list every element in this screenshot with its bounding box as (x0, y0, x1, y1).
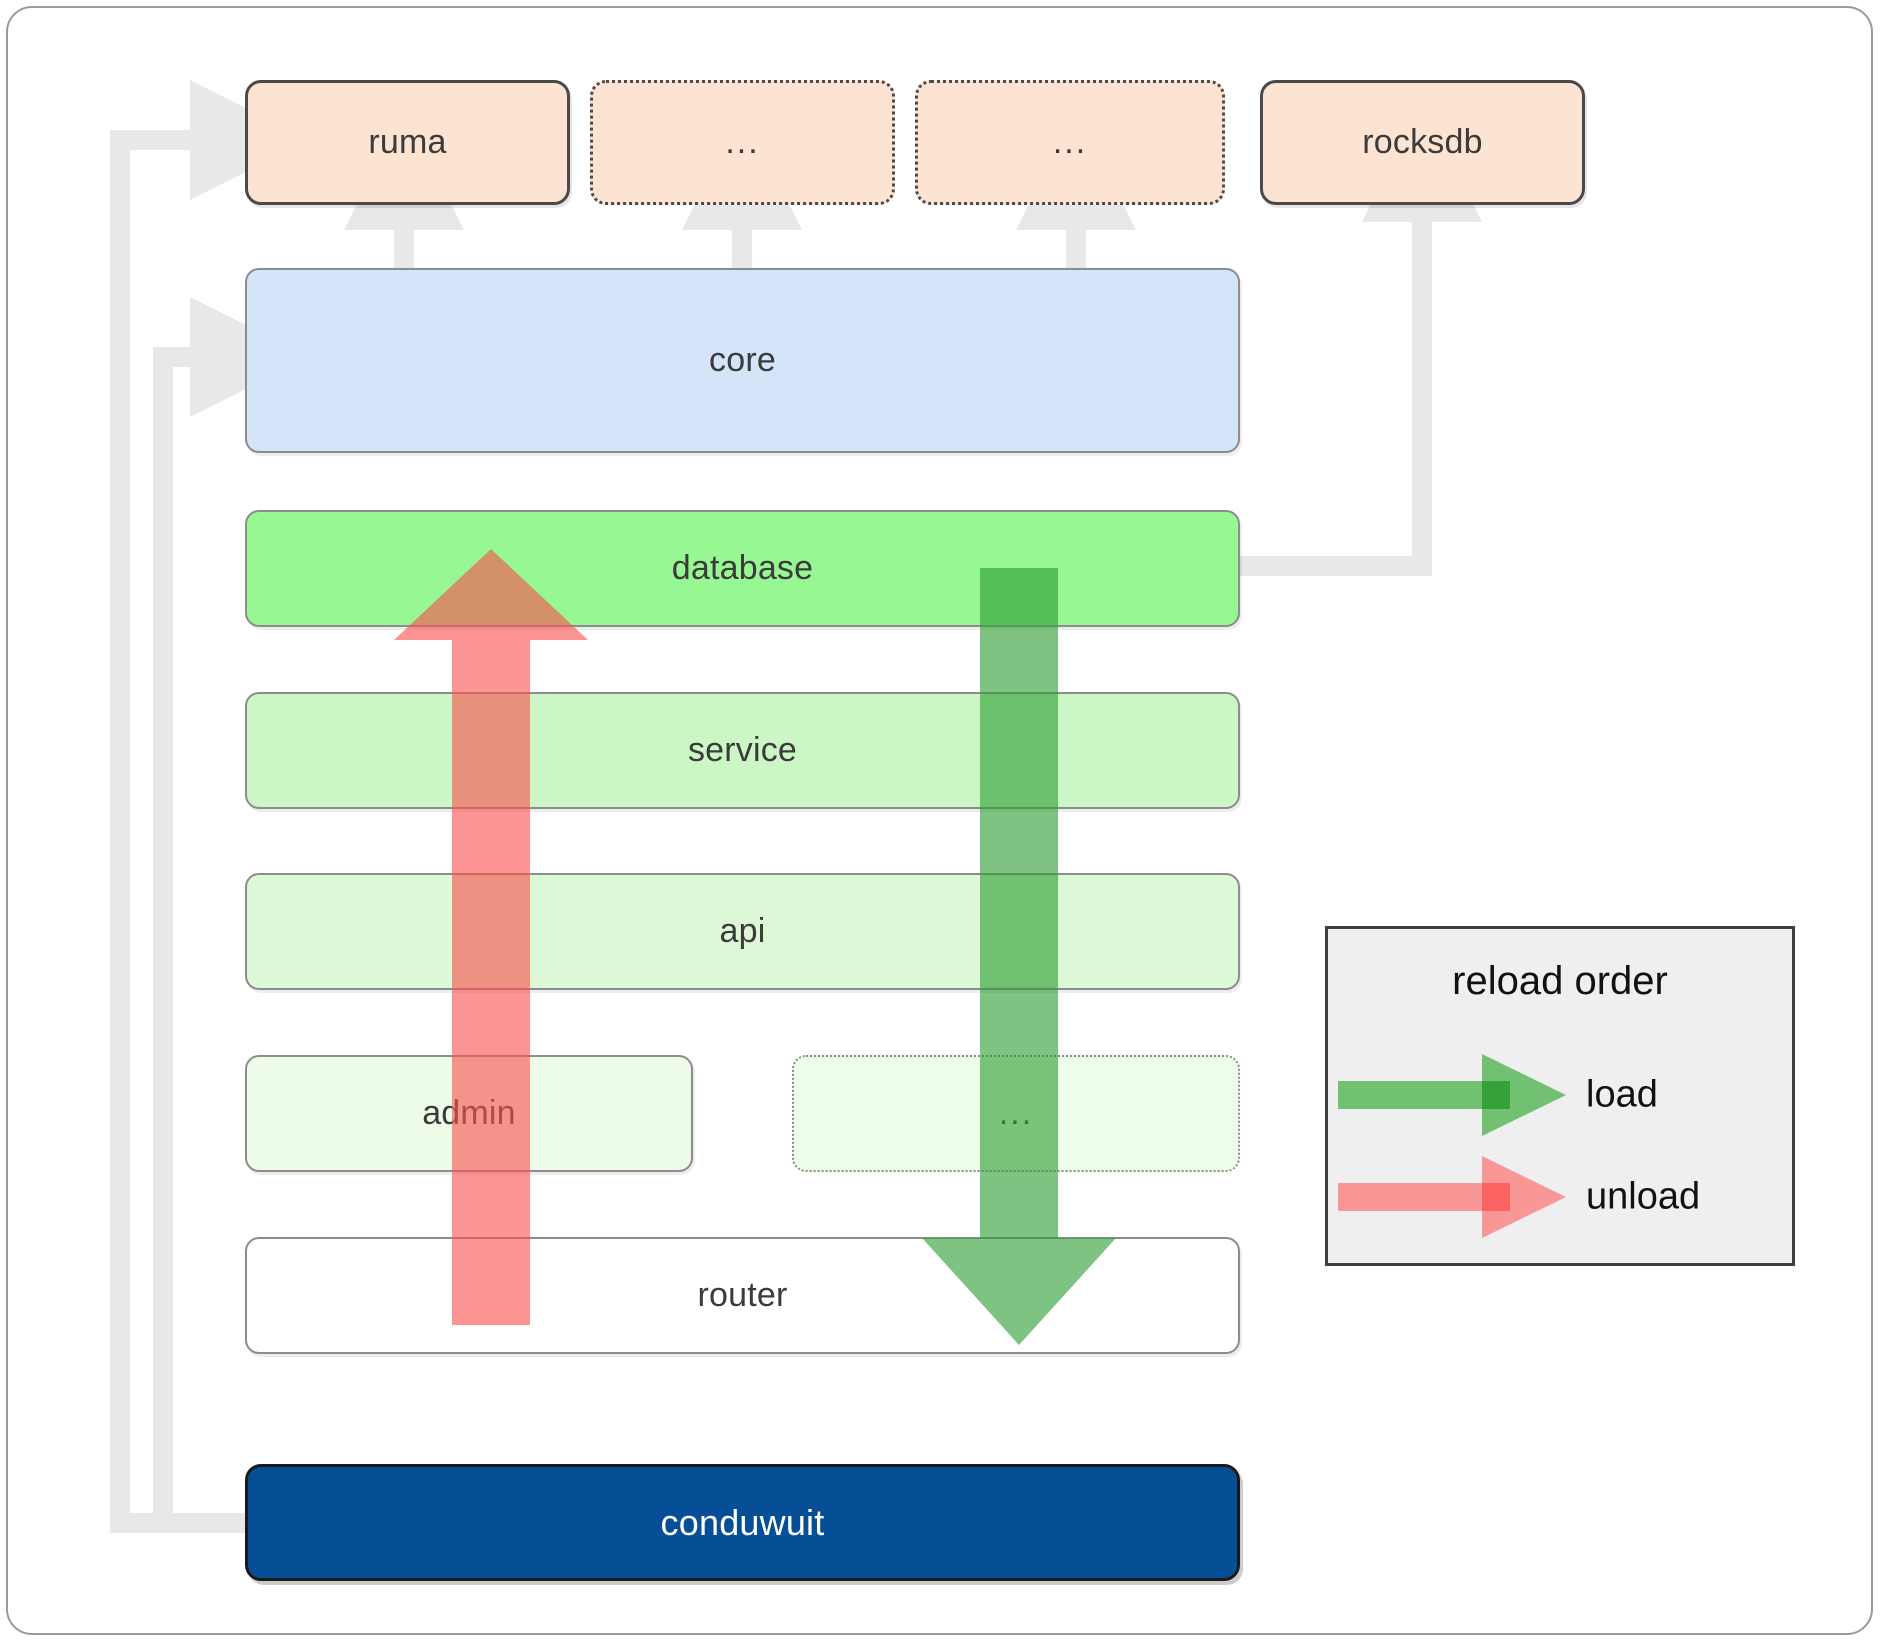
legend-title: reload order (1452, 959, 1668, 1003)
dependency-label-rocksdb: rocksdb (1362, 123, 1483, 161)
layer-box-service[interactable]: service (245, 692, 1240, 809)
legend-row-load: load (1328, 1049, 1798, 1141)
dependency-label-ruma: ruma (368, 123, 447, 161)
legend-row-unload: unload (1328, 1151, 1798, 1243)
dependency-label-placeholder-1: ... (725, 123, 760, 161)
layer-box-admin[interactable]: admin (245, 1055, 693, 1172)
layer-label-service: service (687, 731, 798, 769)
layer-box-database[interactable]: database (245, 510, 1240, 627)
layer-label-admin: admin (422, 1094, 516, 1132)
app-label-conduwuit: conduwuit (660, 1501, 825, 1543)
diagram-frame (6, 6, 1873, 1635)
legend-load-arrow-icon (1338, 1054, 1566, 1136)
layer-label-placeholder: ... (998, 1094, 1034, 1132)
layer-label-core: core (709, 341, 776, 379)
legend-label-load: load (1586, 1073, 1658, 1116)
layer-box-api[interactable]: api (245, 873, 1240, 990)
dependency-label-placeholder-2: ... (1052, 123, 1088, 161)
dependency-box-ruma[interactable]: ruma (245, 80, 570, 205)
layer-label-router: router (697, 1276, 788, 1314)
app-box-conduwuit[interactable]: conduwuit (245, 1464, 1240, 1581)
layer-box-placeholder[interactable]: ... (792, 1055, 1240, 1172)
layer-box-core[interactable]: core (245, 268, 1240, 453)
dependency-box-placeholder-2[interactable]: ... (915, 80, 1225, 205)
layer-label-api: api (719, 912, 766, 950)
legend-label-unload: unload (1586, 1175, 1701, 1218)
legend-panel: reload order load unload (1325, 926, 1795, 1266)
legend-unload-arrow-icon (1338, 1156, 1566, 1238)
dependency-box-rocksdb[interactable]: rocksdb (1260, 80, 1585, 205)
dependency-box-placeholder-1[interactable]: ... (590, 80, 895, 205)
layer-label-database: database (671, 549, 814, 587)
layer-box-router[interactable]: router (245, 1237, 1240, 1354)
